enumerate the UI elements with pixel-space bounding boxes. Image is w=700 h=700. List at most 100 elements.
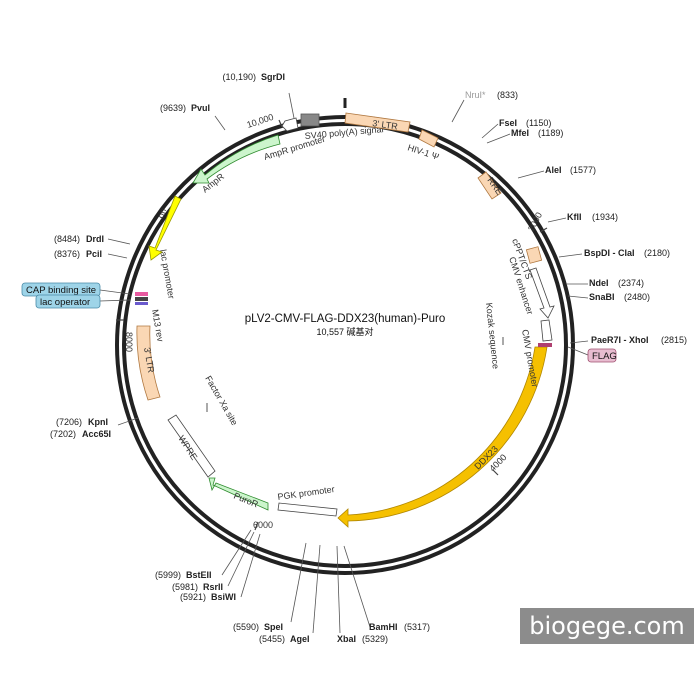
site-name-rsrii: RsrII [203,582,223,592]
tick-label-10000: 10,000 [246,112,275,130]
site-pos-bamhi: (5317) [404,622,430,632]
site-name-snabi: SnaBI [589,292,615,302]
leader-agei [312,544,321,634]
site-labels: (10,190) SgrDI (9639) PvuI (8484) DrdI (… [50,72,687,644]
factor-xa-label: Factor Xa site [203,374,239,427]
site-name-xbai: XbaI [337,634,356,644]
site-pos-bspdi: (2180) [644,248,670,258]
leader-lac-op [99,299,131,302]
scale-ticks [116,119,548,531]
ltr3-top-feature [344,112,411,133]
site-name-sgrdi: SgrDI [261,72,285,82]
site-name-paer7i: PaeR7I - XhoI [591,335,649,345]
site-pos-fsei: (1150) [526,118,551,128]
site-pos-kpni: (7206) [56,417,82,427]
site-pos-pvui: (9639) [160,103,186,113]
site-leaders [99,92,589,634]
site-pos-alei: (1577) [570,165,596,175]
site-pos-drdi: (8484) [54,234,80,244]
wpre-feature [167,414,216,478]
site-pos-bsteii: (5999) [155,570,181,580]
cap-binding-label: CAP binding site [26,285,96,296]
pgk-promoter-label: PGK promoter [277,484,335,502]
backbone-outer-ring [115,115,575,575]
kozak-label: Kozak sequence [484,302,501,369]
flag-label: FLAG [592,351,617,362]
flag-box [587,348,617,363]
site-name-acc65i: Acc65I [82,429,111,439]
tick-10000 [278,119,283,128]
puror-feature [208,477,269,511]
watermark: biogege.com [520,608,694,644]
m13-label: M13 rev [150,309,166,343]
site-name-bspdi: BspDI - ClaI [584,248,635,258]
leader-nrui [451,99,465,123]
cmv-promoter-feature [540,319,553,342]
ampr-feature [192,134,281,184]
site-pos-rsrii: (5981) [172,582,198,592]
site-pos-agei: (5455) [259,634,285,644]
pgk-promoter-feature [277,502,338,517]
leader-bsteii [221,529,252,576]
ampr-promoter-feature [281,117,299,132]
site-name-kpni: KpnI [88,417,108,427]
leader-snabi [567,295,589,299]
site-name-spei: SpeI [264,622,283,632]
sv40-feature [300,113,320,127]
site-name-alei: AleI [545,165,562,175]
lac-operator-marker [135,297,148,301]
leader-mfei [486,133,511,144]
leader-spei [290,542,307,623]
leader-bsiwi [240,533,261,598]
leader-alei [517,170,545,179]
site-pos-sgrdi: (10,190) [222,72,256,82]
leader-fsei [481,123,499,139]
site-name-mfei: MfeI [511,128,529,138]
leader-rsrii [227,531,255,587]
site-pos-snabi: (2480) [624,292,650,302]
hiv-psi-feature [418,129,439,148]
site-pos-bsiwi: (5921) [180,592,206,602]
site-pos-mfei: (1189) [538,128,563,138]
leader-kpni [117,417,139,426]
plasmid-size: 10,557 碱基对 [316,326,373,337]
leader-flag [567,346,589,356]
leader-pcii [107,253,128,259]
tick-label-8000: 8000 [124,332,134,352]
leader-paer7i [569,340,589,344]
leader-kfli [547,217,567,223]
site-name-ndei: NdeI [589,278,609,288]
site-pos-pcii: (8376) [54,249,80,259]
tick-label-6000: 6000 [253,520,273,530]
leader-pvui [214,115,226,131]
site-name-kfli: KflI [567,212,582,222]
lac-promoter-label: lac promoter [158,249,177,300]
site-pos-acc65i: (7202) [50,429,76,439]
rre-feature [477,171,502,200]
cap-site-marker [135,292,148,296]
site-name-bsteii: BstEII [186,570,212,580]
ltr3-left-feature [136,325,161,401]
site-name-bsiwi: BsiWI [211,592,236,602]
site-pos-kfli: (1934) [592,212,618,222]
site-name-bamhi: BamHI [369,622,398,632]
lac-operator-label: lac operator [40,297,90,308]
site-pos-paer7i: (2815) [661,335,687,345]
ddx23-feature [337,346,548,528]
m13-marker [135,302,148,305]
leader-bspdi [558,253,583,258]
leader-cap [99,289,131,295]
site-pos-ndei: (2374) [618,278,644,288]
lac-operator-box [35,294,101,309]
cppt-feature [525,246,543,264]
tick-2000 [539,227,548,233]
site-pos-spei: (5590) [233,622,259,632]
tick-4000 [492,469,499,476]
site-name-drdi: DrdI [86,234,104,244]
flag-marker [538,343,552,347]
backbone-inner-ring [122,122,568,568]
site-pos-nrui: (833) [497,90,518,100]
leader-sgrdi [288,92,295,119]
